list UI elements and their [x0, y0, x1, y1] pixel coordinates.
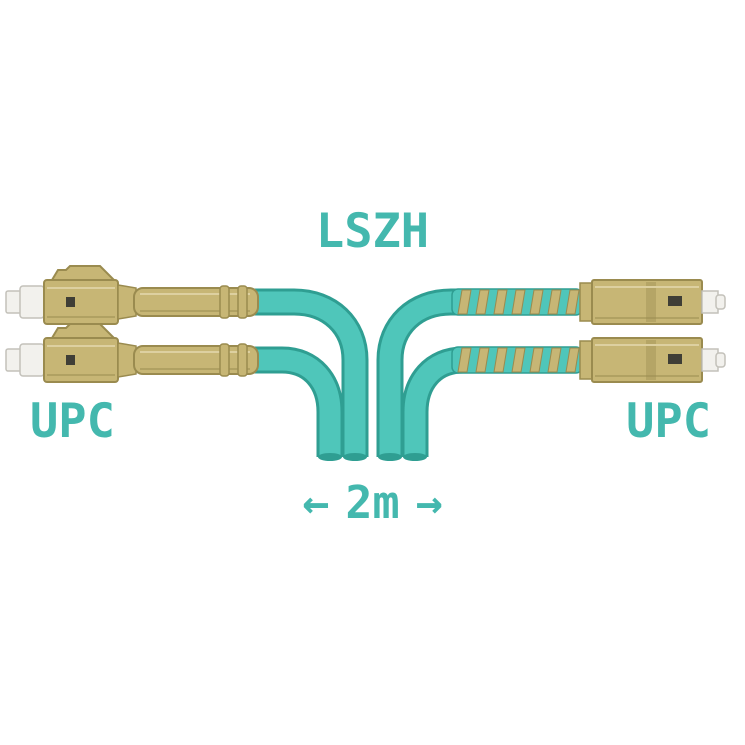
lc-connector-bottom — [5, 323, 259, 383]
cable-cut-end — [403, 453, 427, 461]
left-arrow-icon: ← — [302, 476, 330, 529]
polish-label-right: UPC — [626, 394, 711, 449]
length-label: ←2m→ — [0, 480, 745, 525]
jacket-type-label: LSZH — [315, 204, 430, 259]
sc-connector-bottom — [451, 337, 726, 383]
cable-top-left — [246, 291, 366, 457]
cable-bottom-left — [246, 349, 341, 457]
length-value: 2m — [345, 476, 400, 529]
sc-connector-top — [451, 279, 726, 325]
cable-cut-end — [343, 453, 367, 461]
cable-cut-end — [378, 453, 402, 461]
polish-label-left: UPC — [30, 394, 115, 449]
duplex-cable — [246, 288, 499, 461]
cable-cut-end — [318, 453, 342, 461]
cable-top-right — [379, 291, 499, 457]
right-arrow-icon: → — [415, 476, 443, 529]
lc-connector-top — [5, 265, 259, 325]
